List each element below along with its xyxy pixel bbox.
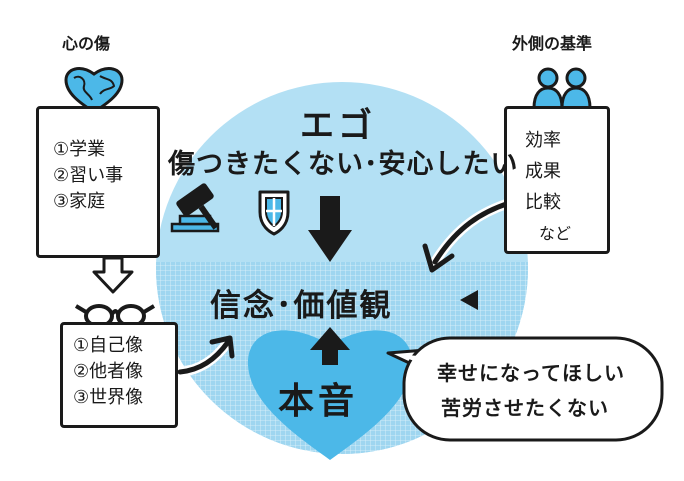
image-item: ①自己像 — [73, 335, 144, 356]
wounds-box: ①学業 ②習い事 ③家庭 — [36, 106, 160, 258]
arrow-wounds-to-images — [92, 256, 134, 294]
people-icon — [532, 67, 592, 110]
criteria-item: 効率 — [525, 130, 561, 151]
bubble-line: 幸せになってほしい — [437, 361, 625, 385]
criteria-item: 成果 — [525, 161, 561, 182]
shield-icon — [258, 190, 290, 236]
arrow-triangle — [460, 290, 478, 310]
image-item: ③世界像 — [73, 387, 144, 408]
gavel-icon — [170, 183, 220, 233]
wound-item: ①学業 — [53, 139, 106, 160]
criteria-item: 比較 — [525, 192, 561, 213]
arrow-honne-to-belief — [310, 327, 350, 365]
ego-title: エゴ — [300, 106, 376, 146]
wound-heading: 心の傷 — [62, 34, 111, 53]
criteria-box: 効率 成果 比較 など — [504, 106, 610, 254]
earth-heart-icon — [64, 67, 124, 114]
self-image-box: ①自己像 ②他者像 ③世界像 — [60, 322, 178, 428]
honne-heart — [247, 330, 413, 460]
belief-label: 信念･価値観 — [210, 288, 393, 324]
image-item: ②他者像 — [73, 361, 144, 382]
speech-bubble — [386, 336, 664, 442]
honne-label: 本音 — [278, 381, 359, 422]
wound-item: ②習い事 — [53, 165, 124, 186]
arrow-images-to-belief — [175, 335, 235, 377]
ego-desire: 傷つきたくない･安心したい — [168, 149, 519, 180]
criteria-item: など — [539, 224, 572, 243]
criteria-heading: 外側の基準 — [512, 34, 593, 53]
bubble-line: 苦労させたくない — [441, 396, 609, 420]
wound-item: ③家庭 — [53, 191, 106, 212]
arrow-ego-to-belief — [308, 196, 352, 262]
